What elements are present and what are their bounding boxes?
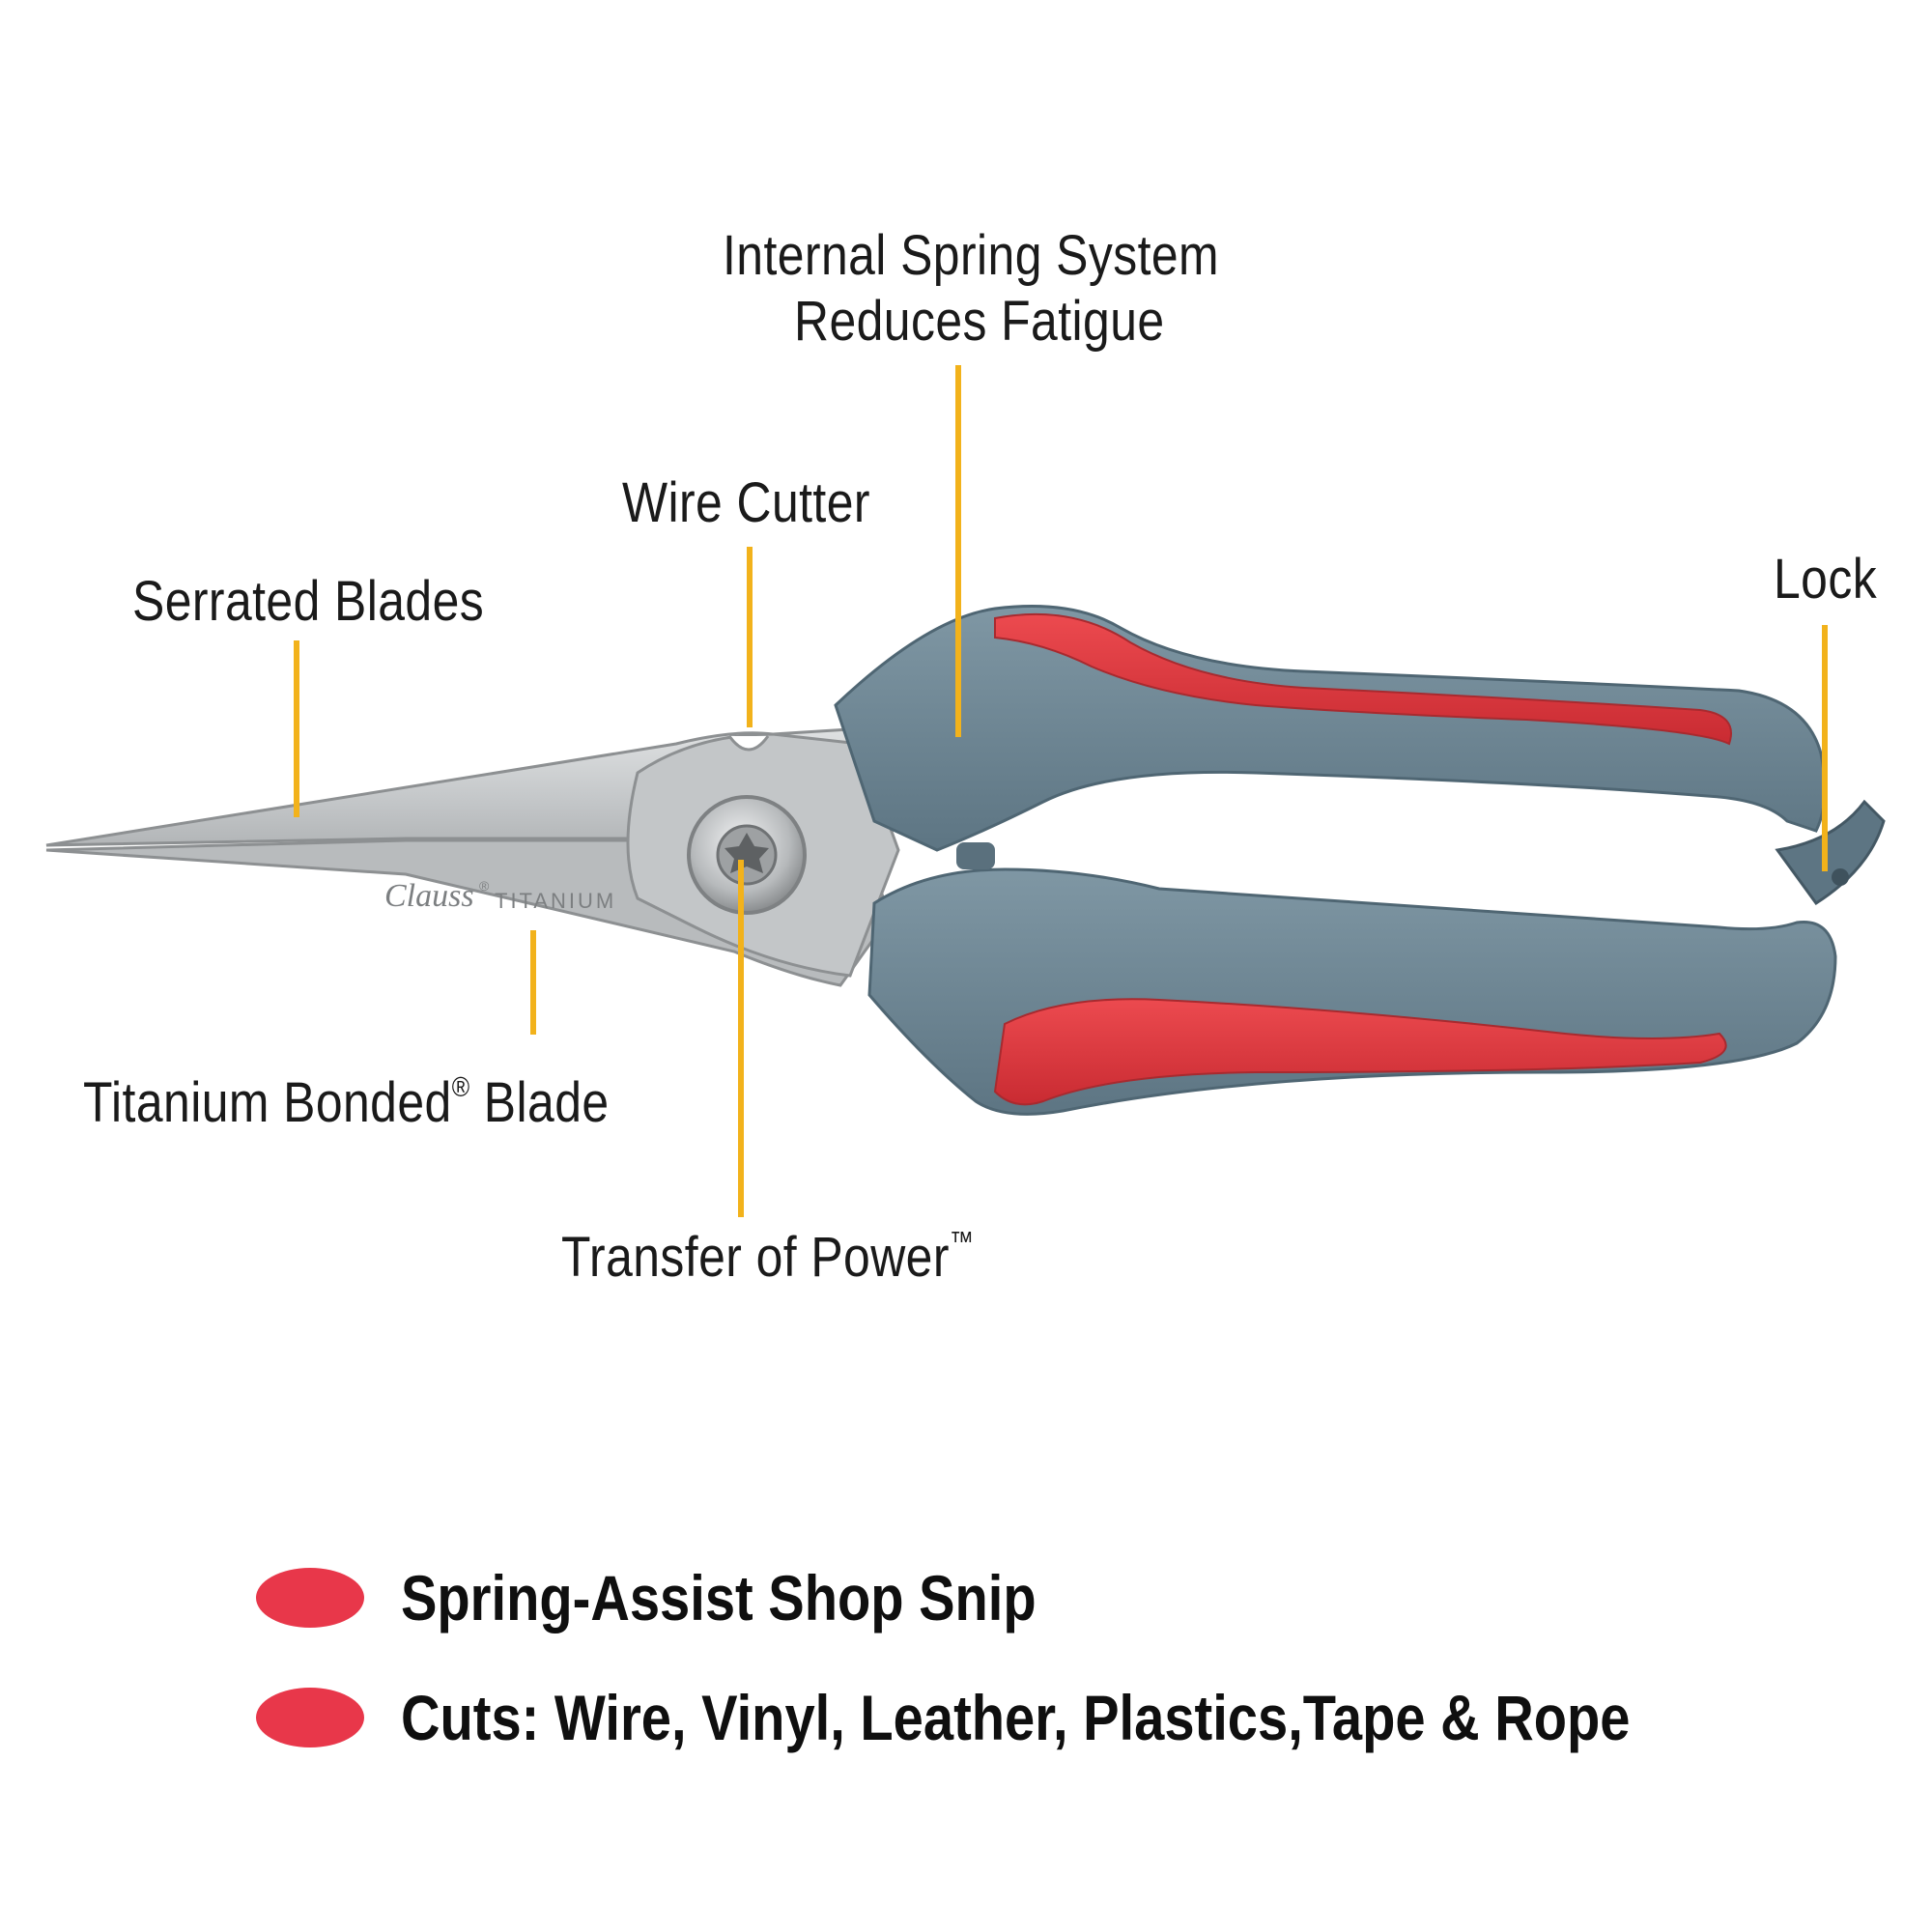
torx-head — [724, 833, 769, 873]
lower-grip-red — [993, 998, 1727, 1106]
callout-lock: Lock — [1774, 548, 1878, 611]
upper-handle — [834, 605, 1827, 852]
callout-titanium-tail: Blade — [469, 1071, 610, 1135]
bullet-dot — [256, 1568, 364, 1628]
feature-bullet-row: Spring-Assist Shop Snip — [256, 1561, 1149, 1634]
feature-text: Cuts: Wire, Vinyl, Leather, Plastics,Tap… — [401, 1682, 1631, 1753]
leader-transfer-of-power — [738, 860, 744, 1217]
callout-internal-spring-line2: Reduces Fatigue — [794, 290, 1165, 353]
spring-coil — [956, 842, 995, 869]
leader-wire-cutter — [747, 547, 753, 727]
callout-transfer-of-power: Transfer of Power™ — [561, 1210, 974, 1290]
callout-titanium-base: Titanium Bonded — [83, 1071, 452, 1135]
callout-internal-spring-line1: Internal Spring System — [723, 224, 1220, 287]
trademark-mark: ™ — [949, 1227, 975, 1258]
callout-titanium-bonded-blade: Titanium Bonded® Blade — [83, 1056, 610, 1135]
leader-lock — [1822, 625, 1828, 871]
callout-wire-cutter: Wire Cutter — [622, 471, 870, 534]
lock-latch — [1775, 799, 1886, 906]
feature-bullet-row: Cuts: Wire, Vinyl, Leather, Plastics,Tap… — [256, 1681, 1847, 1754]
upper-grip-red — [994, 612, 1732, 746]
wire-cutter-notch — [727, 735, 770, 752]
leader-internal-spring — [955, 365, 961, 737]
bullet-dot — [256, 1688, 364, 1747]
blade-brand-mark: ® — [479, 878, 490, 894]
blade-model-engraving: TITANIUM — [495, 889, 616, 913]
callout-power-base: Transfer of Power — [561, 1226, 950, 1290]
leader-titanium-blade — [530, 930, 536, 1035]
registered-mark: ® — [451, 1072, 470, 1103]
leader-serrated-blades — [294, 640, 299, 817]
blade-brand-engraving: Clauss — [384, 878, 474, 914]
callout-serrated-blades: Serrated Blades — [132, 570, 485, 633]
feature-text: Spring-Assist Shop Snip — [401, 1562, 1037, 1634]
